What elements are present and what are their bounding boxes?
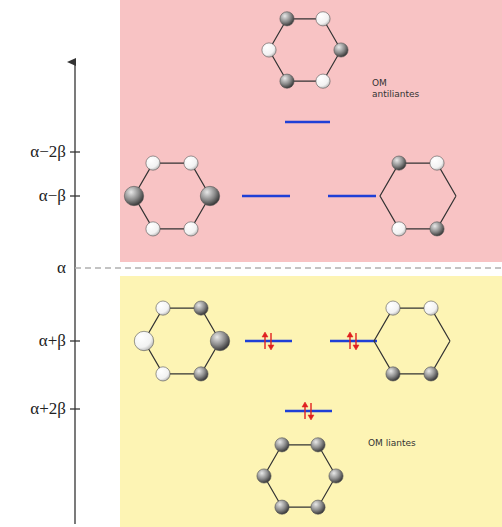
benzene-ring xyxy=(380,163,456,229)
electron-pair xyxy=(302,402,314,420)
energy-value: α+2β xyxy=(30,399,66,418)
p-orbital-lobe xyxy=(124,186,143,205)
p-orbital-lobe xyxy=(392,222,406,236)
benzene-ring xyxy=(269,19,341,81)
p-orbital-lobe xyxy=(430,156,444,170)
energy-label: α+2β xyxy=(2,399,66,419)
p-orbital-lobe xyxy=(146,156,160,170)
antibonding-band: OM antiliantes xyxy=(120,0,502,262)
region-label: OM liantes xyxy=(368,438,420,449)
p-orbital-lobe xyxy=(194,367,208,381)
p-orbital-lobe xyxy=(184,222,198,236)
alpha-reference-line xyxy=(75,267,502,269)
benzene-orbital xyxy=(374,301,450,381)
p-orbital-lobe xyxy=(392,156,406,170)
energy-value: α−β xyxy=(39,186,66,205)
region-label: OM antiliantes xyxy=(372,78,434,100)
p-orbital-lobe xyxy=(156,301,170,315)
p-orbital-lobe xyxy=(275,500,289,514)
energy-value: α+β xyxy=(39,331,66,350)
benzene-ring xyxy=(374,308,450,374)
p-orbital-lobe xyxy=(194,301,208,315)
bonding-band: OM liantes xyxy=(120,276,502,527)
p-orbital-lobe xyxy=(316,74,330,88)
p-orbital-lobe xyxy=(424,367,438,381)
energy-value: α xyxy=(57,258,66,277)
p-orbital-lobe xyxy=(311,438,325,452)
energy-axis xyxy=(74,62,75,524)
p-orbital-lobe xyxy=(329,469,343,483)
p-orbital-lobe xyxy=(200,186,219,205)
p-orbital-lobe xyxy=(184,156,198,170)
benzene-ring xyxy=(144,308,220,374)
p-orbital-lobe xyxy=(275,438,289,452)
p-orbital-lobe xyxy=(280,12,294,26)
axis-ticks xyxy=(70,152,80,409)
benzene-orbital xyxy=(134,301,229,381)
p-orbital-lobe xyxy=(424,301,438,315)
orbital-pictures xyxy=(124,12,456,515)
p-orbital-lobe xyxy=(386,301,400,315)
energy-levels xyxy=(242,122,377,411)
benzene-ring xyxy=(264,445,336,507)
energy-label: α+β xyxy=(2,331,66,351)
energy-label: α xyxy=(2,258,66,278)
benzene-ring xyxy=(134,163,210,229)
electron-pair xyxy=(347,332,359,350)
p-orbital-lobe xyxy=(430,222,444,236)
energy-value: α−2β xyxy=(30,142,66,161)
p-orbital-lobe xyxy=(386,367,400,381)
energy-label: α−β xyxy=(2,186,66,206)
benzene-orbital xyxy=(262,12,348,89)
p-orbital-lobe xyxy=(210,331,229,350)
p-orbital-lobe xyxy=(316,12,330,26)
p-orbital-lobe xyxy=(280,74,294,88)
p-orbital-lobe xyxy=(146,222,160,236)
energy-label: α−2β xyxy=(2,142,66,162)
benzene-orbital xyxy=(124,156,219,236)
p-orbital-lobe xyxy=(262,43,276,57)
p-orbital-lobe xyxy=(257,469,271,483)
p-orbital-lobe xyxy=(156,367,170,381)
electron-pair xyxy=(262,332,274,350)
electron-pairs xyxy=(262,332,359,420)
p-orbital-lobe xyxy=(134,331,153,350)
benzene-orbital xyxy=(380,156,456,236)
p-orbital-lobe xyxy=(334,43,348,57)
benzene-orbital xyxy=(257,438,343,515)
p-orbital-lobe xyxy=(311,500,325,514)
